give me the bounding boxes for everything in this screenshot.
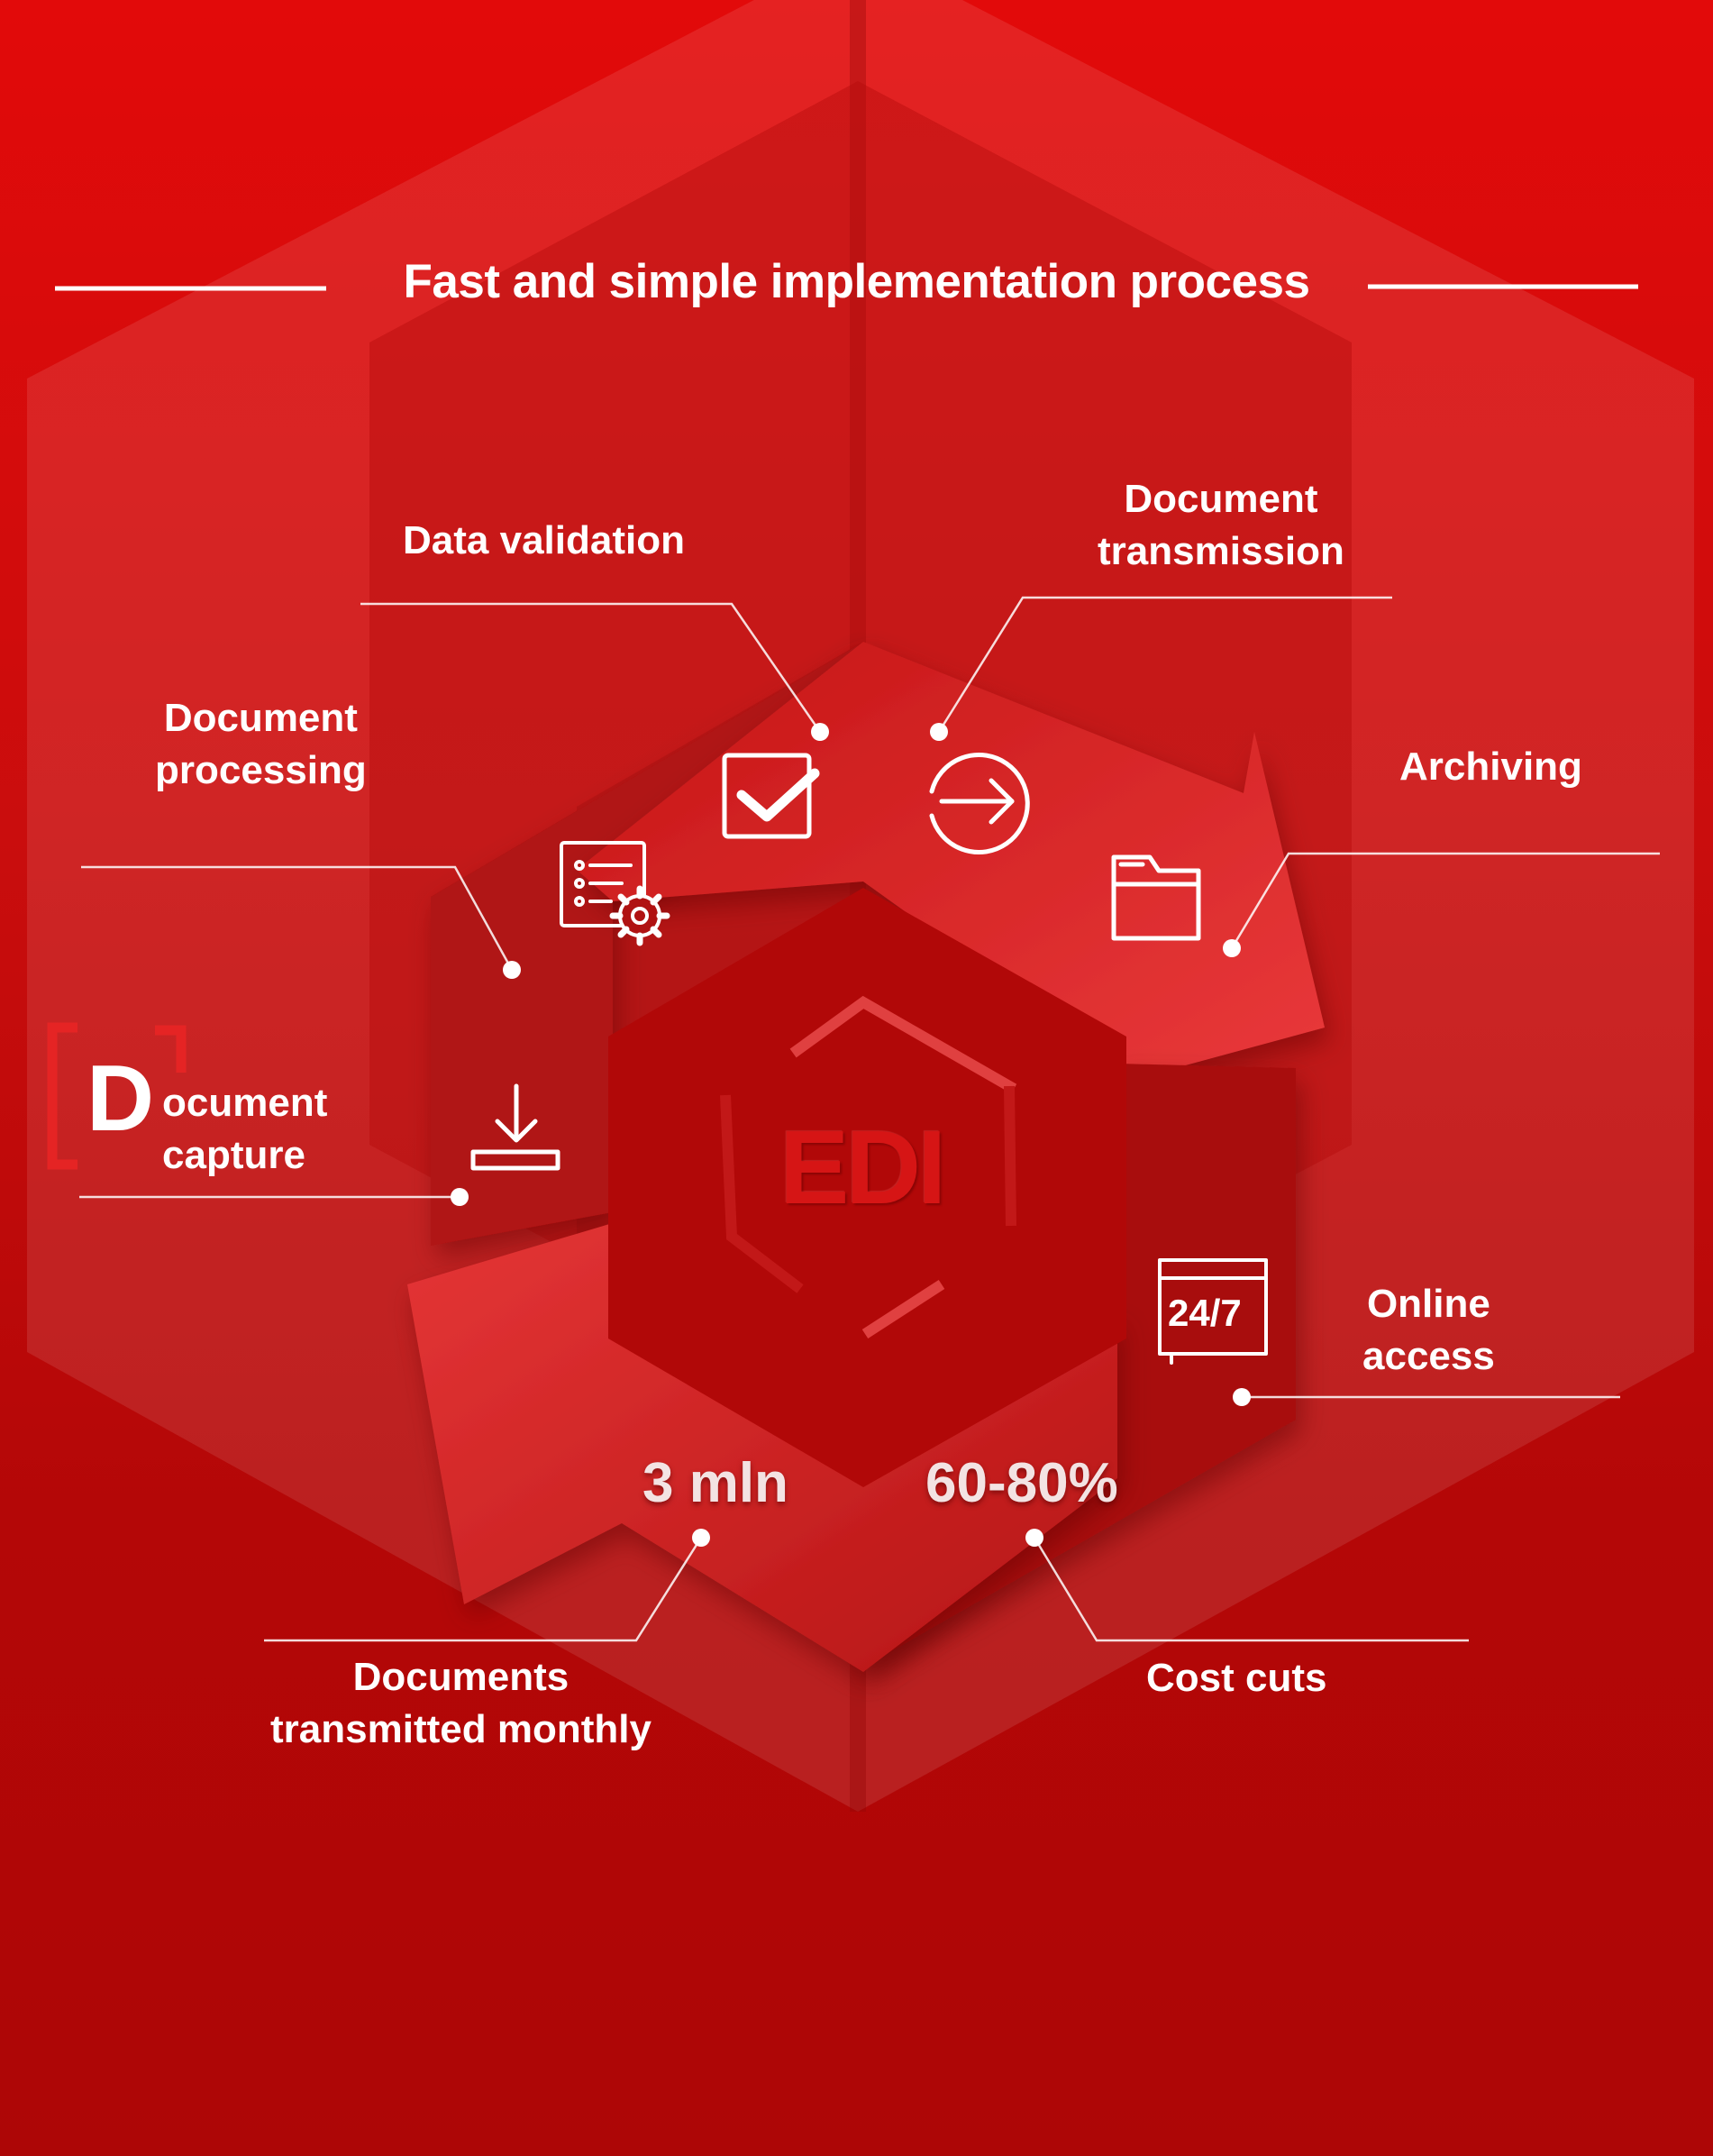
- stat-cost-value: 60-80%: [925, 1452, 1118, 1514]
- settings-list-icon: [560, 841, 670, 946]
- center-hexagon: [608, 888, 1126, 1487]
- folder-icon: [1111, 854, 1201, 941]
- arrow-circle-icon: [929, 753, 1030, 854]
- page-title: Fast and simple implementation process: [403, 255, 1310, 308]
- calendar-badge-text: 24/7: [1168, 1292, 1242, 1334]
- arrow-bottom: [407, 1204, 1117, 1672]
- leader-document-transmission: [937, 596, 1392, 733]
- calendar-24-7-icon: [1158, 1258, 1268, 1365]
- capture-bracket-icon: [47, 1022, 187, 1170]
- label-archiving: Archiving: [1399, 745, 1582, 789]
- checkbox-icon: [722, 753, 820, 839]
- leader-data-validation: [360, 602, 822, 733]
- label-document-transmission: Document transmission: [1098, 477, 1344, 573]
- leader-cost-cuts: [1033, 1537, 1469, 1642]
- leader-archiving: [1230, 852, 1660, 949]
- label-cost-cuts: Cost cuts: [1146, 1656, 1327, 1700]
- leader-documents-monthly: [264, 1537, 703, 1642]
- label-documents-monthly: Documents transmitted monthly: [270, 1655, 651, 1751]
- label-document-processing: Document processing: [155, 696, 367, 792]
- leader-document-processing: [81, 865, 514, 971]
- label-document-capture: ocument capture: [162, 1081, 328, 1177]
- center-edi-label: EDI: [779, 1109, 946, 1226]
- capture-initial-letter: D: [87, 1046, 155, 1151]
- label-online-access: Online access: [1362, 1282, 1495, 1378]
- label-data-validation: Data validation: [403, 518, 685, 562]
- stat-documents-value: 3 mln: [642, 1452, 788, 1514]
- download-icon: [470, 1083, 560, 1171]
